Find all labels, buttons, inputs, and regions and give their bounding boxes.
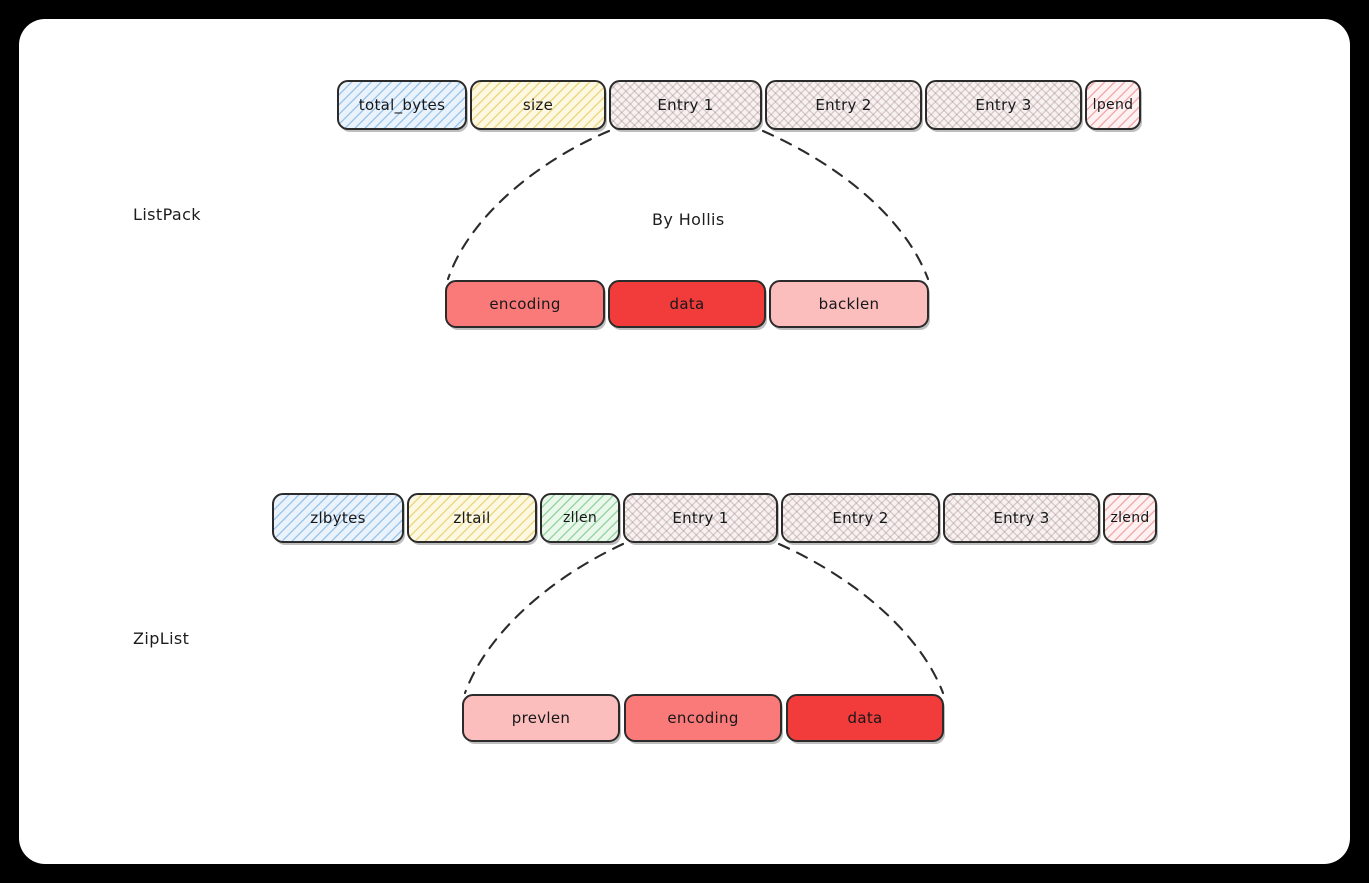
listpack-entry-part-data-label: data [669, 295, 705, 313]
ziplist-block-zllen-label: zllen [562, 510, 598, 526]
ziplist-block-entry-3-label: Entry 3 [993, 509, 1050, 527]
ziplist-block-zlbytes-label: zlbytes [310, 509, 366, 527]
ziplist-block-zlend[interactable]: zlend [1103, 493, 1157, 543]
listpack-entry-part-backlen[interactable]: backlen [769, 280, 929, 328]
listpack-block-lpend-label: lpend [1092, 97, 1134, 113]
ziplist-block-entry-2-label: Entry 2 [832, 509, 889, 527]
ziplist-entry-part-encoding-label: encoding [667, 709, 739, 727]
listpack-block-total-bytes-label: total_bytes [358, 96, 446, 114]
ziplist-entry-part-data-label: data [847, 709, 883, 727]
credit-text: By Hollis [652, 210, 725, 229]
listpack-block-entry-2[interactable]: Entry 2 [765, 80, 922, 130]
listpack-entry-part-backlen-label: backlen [818, 295, 880, 313]
section-label-ziplist: ZipList [133, 629, 190, 648]
connector-ziplist-left [463, 542, 625, 695]
section-label-listpack: ListPack [133, 205, 201, 224]
listpack-entry-part-data[interactable]: data [608, 280, 766, 328]
listpack-block-entry-3-label: Entry 3 [975, 96, 1032, 114]
listpack-block-entry-1-label: Entry 1 [657, 96, 714, 114]
ziplist-entry-part-prevlen-label: prevlen [511, 709, 571, 727]
ziplist-entry-part-encoding[interactable]: encoding [624, 694, 782, 742]
ziplist-block-zltail-label: zltail [453, 509, 491, 527]
ziplist-block-entry-1-label: Entry 1 [672, 509, 729, 527]
connector-listpack-right [761, 129, 930, 281]
connector-listpack-left [446, 129, 611, 281]
ziplist-block-entry-1[interactable]: Entry 1 [623, 493, 778, 543]
listpack-block-entry-1[interactable]: Entry 1 [609, 80, 762, 130]
ziplist-entry-part-prevlen[interactable]: prevlen [462, 694, 620, 742]
listpack-block-entry-3[interactable]: Entry 3 [925, 80, 1082, 130]
listpack-block-total-bytes[interactable]: total_bytes [337, 80, 467, 130]
listpack-entry-part-encoding[interactable]: encoding [445, 280, 605, 328]
ziplist-block-zllen[interactable]: zllen [540, 493, 620, 543]
ziplist-block-entry-3[interactable]: Entry 3 [943, 493, 1100, 543]
diagram-canvas: ListPack By Hollis total_bytes size Entr… [19, 19, 1350, 864]
connector-ziplist-right [777, 542, 945, 695]
listpack-block-lpend[interactable]: lpend [1085, 80, 1141, 130]
listpack-block-size-label: size [522, 96, 554, 114]
ziplist-block-zlbytes[interactable]: zlbytes [272, 493, 404, 543]
ziplist-entry-part-data[interactable]: data [786, 694, 944, 742]
listpack-block-entry-2-label: Entry 2 [815, 96, 872, 114]
listpack-block-size[interactable]: size [470, 80, 606, 130]
ziplist-block-entry-2[interactable]: Entry 2 [781, 493, 940, 543]
listpack-entry-part-encoding-label: encoding [489, 295, 561, 313]
ziplist-block-zlend-label: zlend [1110, 510, 1150, 526]
ziplist-block-zltail[interactable]: zltail [407, 493, 537, 543]
